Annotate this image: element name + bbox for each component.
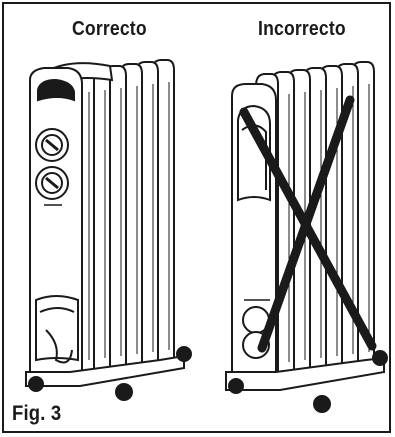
correct-heater-illustration (26, 60, 191, 400)
